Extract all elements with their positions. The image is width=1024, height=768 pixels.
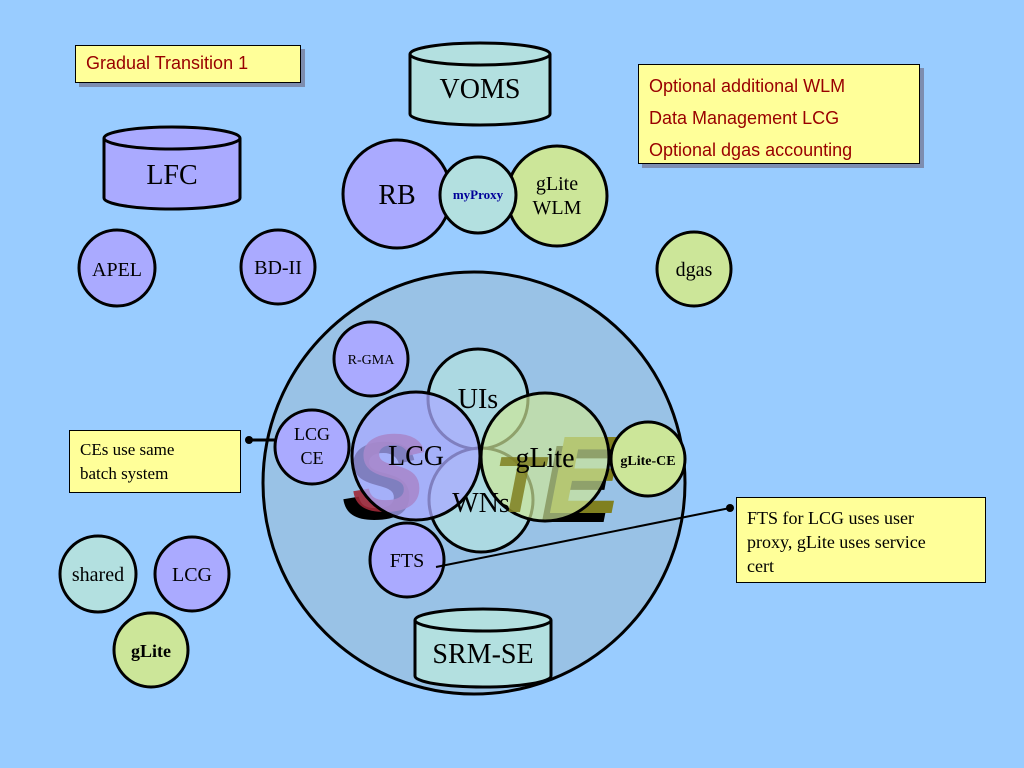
- voms-label: VOMS: [440, 74, 521, 105]
- fts-circle: [368, 521, 446, 599]
- lcg-label: LCG: [388, 441, 444, 472]
- lfc-label: LFC: [146, 160, 197, 191]
- glite-ce-label: gLite-CE: [620, 454, 675, 469]
- apel-circle: [77, 228, 157, 308]
- fts-note-line-1: FTS for LCG uses user: [747, 508, 914, 528]
- rgma-circle: [332, 320, 410, 398]
- bdii-label: BD-II: [254, 257, 302, 279]
- lcg-ce-label-2: CE: [300, 448, 323, 468]
- apel-label: APEL: [92, 259, 142, 281]
- legend-glite-circle: [112, 611, 190, 689]
- note-optional-wlm: Optional additional WLM: [649, 76, 846, 96]
- title-box: Gradual Transition 1: [75, 45, 301, 83]
- note-dgas-accounting: Optional dgas accounting: [649, 140, 853, 160]
- glite-ce-circle: [609, 420, 687, 498]
- legend-shared-circle: [58, 534, 138, 614]
- glite-wlm-label-1: gLite: [536, 173, 578, 195]
- fts-note-line-2: proxy, gLite uses service: [747, 532, 926, 552]
- legend-shared-label: shared: [72, 564, 124, 586]
- dgas-circle: [655, 230, 733, 308]
- site-letter-t: T: [494, 440, 549, 529]
- glite-label: gLite: [515, 443, 574, 474]
- fts-note-connector: [435, 507, 731, 568]
- bdii-circle: [239, 228, 317, 306]
- ce-note-box: CEs use same batch system: [69, 430, 241, 493]
- ce-note-line-1: CEs use same: [80, 440, 175, 459]
- myproxy-label: myProxy: [453, 187, 504, 202]
- fts-note-connector-dot: [726, 504, 734, 512]
- lcg-ce-label-1: LCG: [294, 424, 330, 444]
- srm-se-database: SRM-SE: [413, 607, 553, 689]
- uis-label: UIs: [458, 384, 498, 415]
- legend-glite-label: gLite: [131, 641, 171, 661]
- fts-note-line-3: cert: [747, 556, 774, 576]
- glite-circle: [479, 391, 611, 523]
- legend-lcg-label: LCG: [172, 564, 212, 586]
- glite-wlm-label-2: WLM: [533, 197, 582, 219]
- voms-database: VOMS: [408, 41, 552, 127]
- fts-label: FTS: [390, 550, 424, 572]
- note-data-management: Data Management LCG: [649, 108, 840, 128]
- wns-label: WNs: [452, 488, 510, 519]
- ce-note-line-2: batch system: [80, 464, 169, 483]
- lcg-ce-circle: [273, 408, 351, 486]
- legend-lcg-circle: [153, 535, 231, 613]
- fts-note-box: FTS for LCG uses user proxy, gLite uses …: [736, 497, 986, 583]
- title-text: Gradual Transition 1: [86, 53, 249, 73]
- wlm-notes-box: Optional additional WLM Data Management …: [638, 64, 920, 164]
- lfc-database: LFC: [102, 125, 242, 211]
- srm-se-label: SRM-SE: [432, 639, 533, 670]
- rb-label: RB: [378, 180, 415, 211]
- glite-wlm-circle: [505, 144, 609, 248]
- dgas-label: dgas: [676, 259, 713, 281]
- myproxy-circle: [438, 155, 518, 235]
- rgma-label: R-GMA: [348, 353, 396, 368]
- ce-note-connector-dot: [245, 436, 253, 444]
